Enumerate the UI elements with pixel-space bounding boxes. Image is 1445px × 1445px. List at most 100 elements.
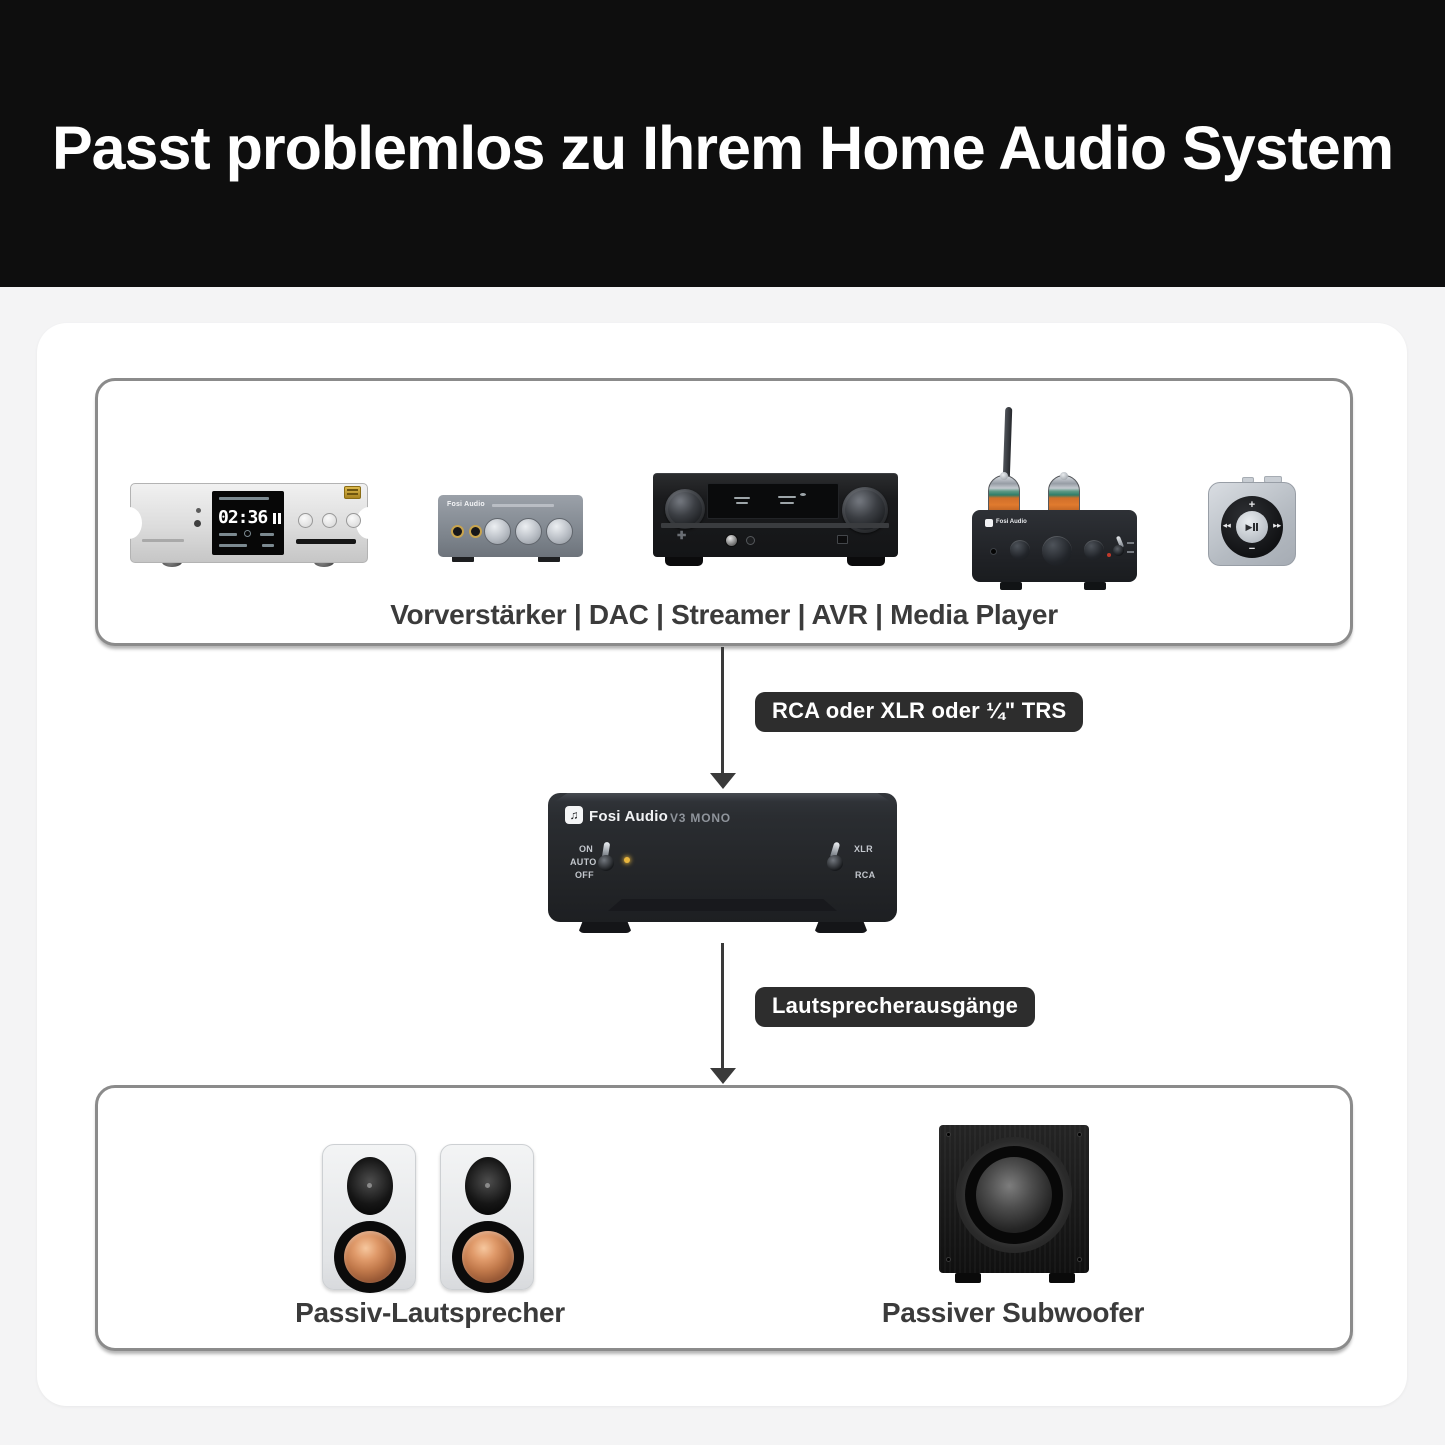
- tube-amp-volume-knob: [1042, 536, 1072, 566]
- vacuum-tube: [988, 472, 1020, 515]
- screw-icon: [1077, 1132, 1082, 1137]
- tube-amp-label-mark: [1127, 542, 1134, 544]
- media-player-power-dot: [194, 520, 201, 527]
- screw-icon: [946, 1257, 951, 1262]
- header-band: Passt problemlos zu Ihrem Home Audio Sys…: [0, 0, 1445, 287]
- outputs-box: [95, 1085, 1353, 1351]
- tube-amp-brand-label: Fosi Audio: [996, 519, 1027, 525]
- previous-track-icon: ◀◀: [1223, 523, 1231, 529]
- subwoofer-foot: [1049, 1273, 1075, 1283]
- display-track-line: [219, 497, 269, 500]
- dac-foot: [538, 555, 560, 562]
- media-player-ir-dot: [196, 508, 201, 513]
- output-connection-badge: Lautsprecherausgänge: [755, 987, 1036, 1027]
- media-player-card-slot: [296, 539, 356, 544]
- tube-amp-treble-knob: [1010, 540, 1030, 560]
- screw-icon: [946, 1132, 951, 1137]
- page-title: Passt problemlos zu Ihrem Home Audio Sys…: [51, 113, 1394, 182]
- arrow-head: [710, 773, 736, 789]
- passive-speaker: [440, 1144, 534, 1293]
- avr-display-text: [778, 496, 796, 498]
- tube-amp-bass-knob: [1084, 540, 1104, 560]
- passive-speaker: [322, 1144, 416, 1293]
- input-toggle-switch: [827, 855, 843, 871]
- tweeter: [465, 1157, 511, 1215]
- tweeter-dot: [367, 1183, 372, 1188]
- avr-phones-jack: [746, 536, 755, 545]
- power-led: [624, 857, 630, 863]
- dac-brand-label: Fosi Audio: [447, 501, 485, 508]
- passive-subwoofer: [939, 1125, 1089, 1283]
- subwoofer-foot: [955, 1273, 981, 1283]
- tube-amp-headphone-jack: [990, 548, 997, 555]
- subwoofer-caption: Passiver Subwoofer: [881, 1297, 1145, 1328]
- woofer-cone: [344, 1231, 396, 1283]
- play-pause-icon: ▶: [1246, 522, 1259, 533]
- output-flow-arrow: [710, 943, 736, 1084]
- sources-caption: Vorverstärker | DAC | Streamer | AVR | M…: [390, 599, 1058, 630]
- tweeter: [347, 1157, 393, 1215]
- amp-brand-label: Fosi Audio: [589, 808, 668, 825]
- tube-amp-logo: [985, 519, 993, 527]
- media-player-device: 02:36: [116, 483, 382, 575]
- media-player-button: [346, 513, 361, 528]
- speakers-caption: Passiv-Lautsprecher: [295, 1297, 565, 1328]
- display-date-line: [219, 533, 237, 536]
- dac-bass-knob: [484, 518, 511, 545]
- woofer: [452, 1221, 524, 1293]
- volume-up-icon: +: [1248, 499, 1256, 511]
- v3-mono-amplifier: ♫ Fosi Audio V3 MONO ON AUTO OFF XLR RCA: [548, 793, 897, 934]
- dac-volume-knob: [546, 518, 573, 545]
- avr-device: ✚: [653, 473, 898, 568]
- avr-input-knob: [665, 489, 705, 529]
- tube-preamp-device: Fosi Audio: [972, 405, 1137, 590]
- tube-tip: [1000, 472, 1008, 480]
- avr-foot: [665, 557, 703, 566]
- fosi-audio-logo: ♫: [565, 806, 583, 824]
- avr-display-text: [736, 502, 748, 504]
- screw-icon: [1077, 1257, 1082, 1262]
- input-flow-arrow: [710, 647, 736, 789]
- power-label-on: ON: [579, 844, 594, 854]
- hires-badge: [344, 486, 361, 499]
- arrow-shaft: [721, 943, 724, 1068]
- amp-top-bevel: [554, 793, 891, 802]
- tube-amp-foot: [1084, 582, 1106, 590]
- media-player-button: [298, 513, 313, 528]
- dac-model-text: [492, 504, 554, 507]
- avr-wifi-icon: [800, 493, 806, 496]
- amp-model-label: V3 MONO: [670, 811, 731, 825]
- display-db-line: [262, 544, 274, 547]
- amp-bottom-chamfer: [608, 899, 837, 911]
- media-player-display: 02:36: [212, 491, 284, 555]
- display-time-right-line: [260, 533, 274, 536]
- amp-foot: [814, 922, 868, 933]
- dac-treble-knob: [515, 518, 542, 545]
- dac-foot: [452, 555, 474, 562]
- bluetooth-antenna: [1002, 406, 1013, 482]
- tube-amp-toggle: [1113, 545, 1124, 556]
- avr-display: [707, 483, 839, 519]
- avr-display-text: [780, 502, 794, 504]
- ipod-center-button: ▶: [1236, 511, 1268, 543]
- avr-cursor-pad: ✚: [677, 530, 687, 542]
- input-label-rca: RCA: [855, 870, 876, 880]
- headphone-jack-icon: [469, 525, 482, 538]
- woofer-cone: [462, 1231, 514, 1283]
- headphone-jack-icon: [451, 525, 464, 538]
- tweeter-dot: [485, 1183, 490, 1188]
- repeat-icon: [244, 530, 251, 537]
- avr-setup-knob: [725, 534, 738, 547]
- dac-device: Fosi Audio: [438, 495, 583, 565]
- power-label-off: OFF: [575, 870, 594, 880]
- woofer: [334, 1221, 406, 1293]
- input-connection-badge: RCA oder XLR oder ¼" TRS: [755, 692, 1084, 732]
- avr-usb-port: [837, 535, 848, 544]
- vacuum-tube: [1048, 472, 1080, 515]
- media-player-front-text: [142, 539, 184, 542]
- amp-foot: [578, 922, 632, 933]
- tube-amp-foot: [1000, 582, 1022, 590]
- display-time-row: 02:36: [218, 507, 282, 528]
- avr-display-text: [734, 497, 750, 499]
